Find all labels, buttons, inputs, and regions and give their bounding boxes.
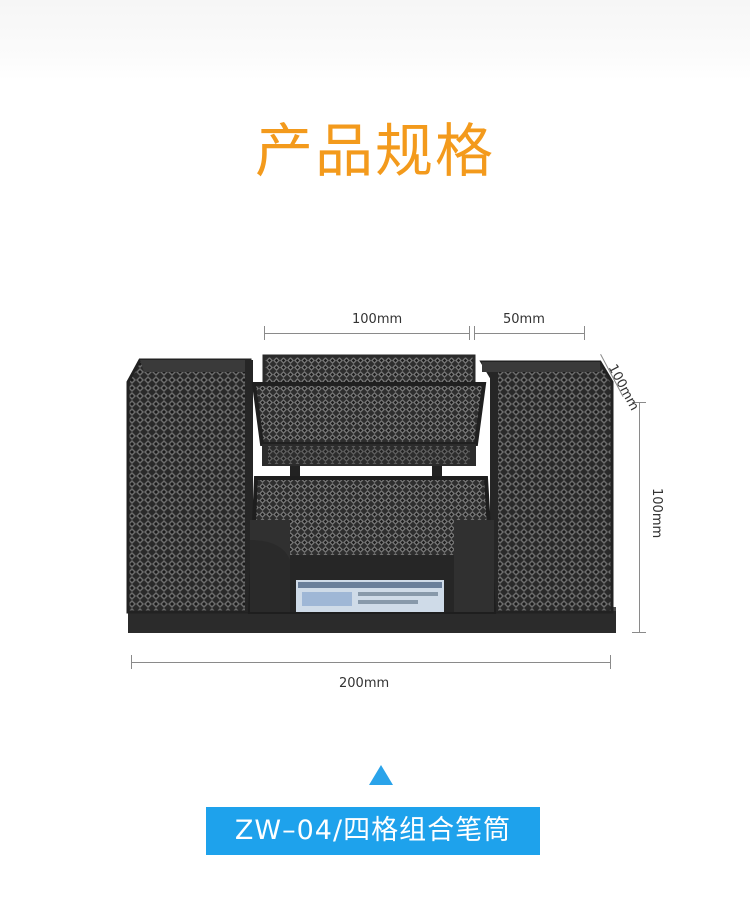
center-lower-drawer bbox=[247, 476, 497, 614]
dim-line-50w bbox=[474, 333, 585, 334]
dim-tick-200w-left bbox=[131, 655, 132, 669]
dim-label-100w: 100mm bbox=[352, 312, 403, 327]
right-pen-cup bbox=[479, 360, 614, 614]
dim-tick-50w-right bbox=[584, 326, 585, 340]
product-label: ZW–04/四格组合笔筒 bbox=[206, 807, 540, 855]
dim-line-200w bbox=[131, 662, 611, 663]
dim-tick-height-bottom bbox=[632, 632, 646, 633]
left-pen-cup bbox=[126, 358, 253, 614]
dim-tick-50w-left bbox=[474, 326, 475, 340]
dim-tick-100w-left bbox=[264, 326, 265, 340]
up-triangle-icon bbox=[369, 765, 393, 785]
dim-tick-height-top bbox=[632, 402, 646, 403]
top-shade bbox=[0, 0, 750, 80]
dim-tick-200w-right bbox=[610, 655, 611, 669]
center-top-shelf bbox=[251, 354, 487, 492]
dim-label-200w: 200mm bbox=[339, 676, 390, 691]
page-title: 产品规格 bbox=[254, 117, 495, 185]
dim-line-height bbox=[639, 402, 640, 632]
dim-tick-100w-right bbox=[469, 326, 470, 340]
dim-line-100w bbox=[264, 333, 470, 334]
dim-label-50w: 50mm bbox=[503, 312, 545, 327]
dim-label-height: 100mm bbox=[649, 488, 664, 539]
